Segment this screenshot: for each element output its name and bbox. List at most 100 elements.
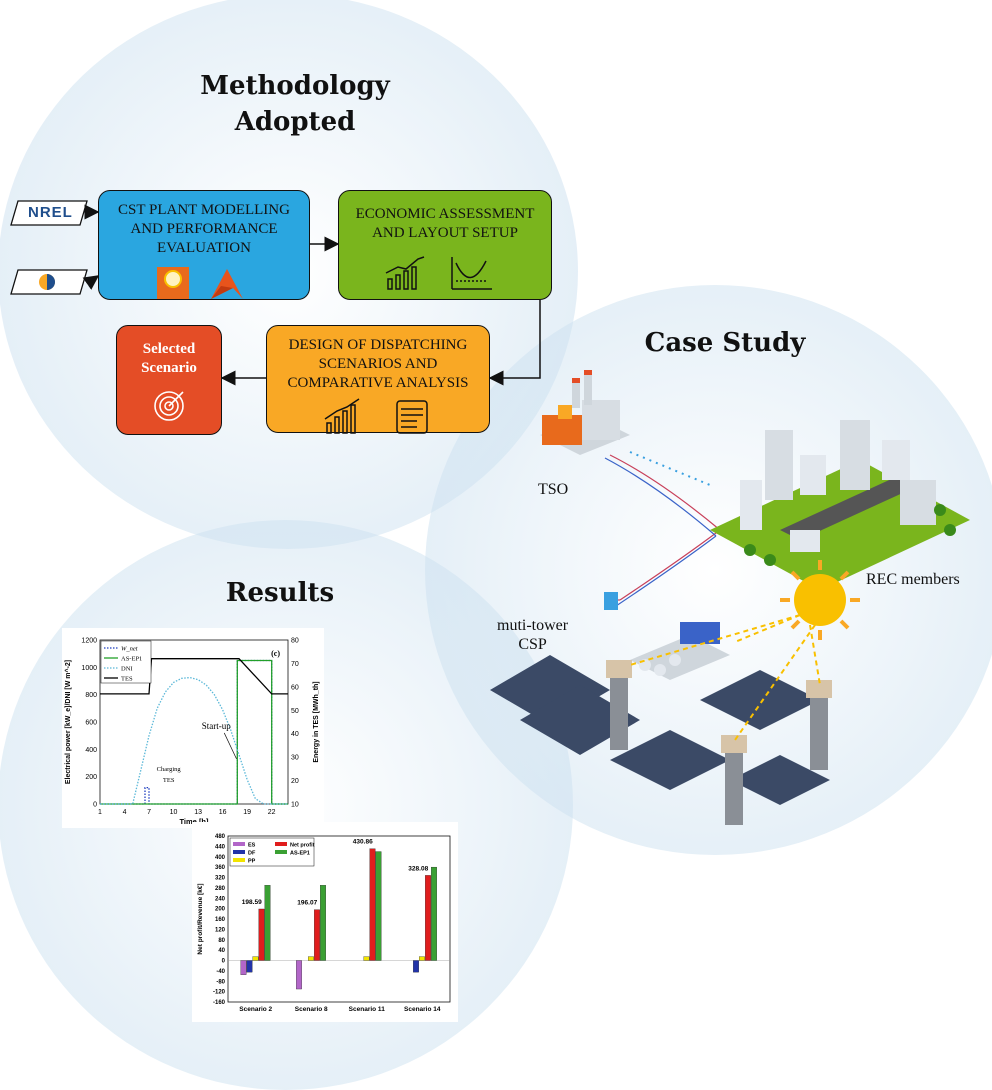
chart-bar-data-label: 196.07 bbox=[297, 900, 317, 907]
nrel-label: NREL bbox=[28, 204, 73, 221]
chart-bar-rect bbox=[419, 956, 425, 961]
chart-bar-legend-swatch bbox=[233, 842, 245, 846]
chart-bar-category-label: Scenario 2 bbox=[239, 1006, 272, 1013]
chart-bar-ytick: 320 bbox=[215, 876, 226, 882]
tso-label: TSO bbox=[538, 481, 569, 498]
chart-bar-legend-swatch bbox=[233, 858, 245, 862]
chart-c-legend-label: TES bbox=[121, 676, 133, 683]
chart-bar-ytick: 480 bbox=[215, 834, 226, 840]
chart-c-ytick-left: 800 bbox=[85, 692, 97, 699]
chart-c-legend-label: W_net bbox=[121, 646, 138, 653]
chart-c-ytick-right: 10 bbox=[291, 802, 299, 809]
chart-bar-category-label: Scenario 8 bbox=[295, 1006, 328, 1013]
chart-c-panel-label: (c) bbox=[271, 649, 280, 658]
rec-members-label: REC members bbox=[866, 571, 960, 588]
heliostat-field-right bbox=[610, 670, 830, 805]
chart-bar-rect bbox=[258, 908, 265, 961]
chart-c-ytick-right: 80 bbox=[291, 638, 299, 645]
chart-bar-ytick: 120 bbox=[215, 927, 226, 933]
chart-bar-rect bbox=[252, 956, 259, 961]
chart-bar-rect bbox=[369, 848, 376, 961]
chart-bar-svg: -160-120-80-4004080120160200240280320360… bbox=[197, 834, 451, 1013]
chart-bar-ytick: 0 bbox=[222, 959, 226, 965]
chart-bar-category-label: Scenario 14 bbox=[404, 1006, 441, 1013]
chart-c-xtick: 19 bbox=[243, 809, 251, 816]
software-icons bbox=[157, 267, 243, 299]
economic-assessment-box: ECONOMIC ASSESSMENT AND LAYOUT SETUP bbox=[338, 190, 552, 300]
chart-bar-rect bbox=[425, 875, 431, 961]
nrel-input: NREL bbox=[10, 200, 88, 226]
chart-bar-legend-swatch bbox=[233, 850, 245, 854]
chart-c-xtick: 22 bbox=[268, 809, 276, 816]
chart-c-charging-annotation: TES bbox=[163, 777, 175, 784]
chart-c-xtick: 16 bbox=[219, 809, 227, 816]
chart-c-series-line bbox=[100, 658, 288, 695]
chart-bar-ytick: 360 bbox=[215, 865, 226, 871]
sun-icon bbox=[780, 560, 860, 640]
chart-c-xtick: 7 bbox=[147, 809, 151, 816]
chart-bar-ylabel: Net profit/Revenue [k€] bbox=[197, 883, 204, 954]
chart-c-ytick-right: 70 bbox=[291, 661, 299, 668]
methodology-title-line1: Methodology bbox=[200, 71, 390, 101]
chart-bar-ytick: 440 bbox=[215, 844, 226, 850]
chart-bar-data-label: 198.59 bbox=[242, 899, 262, 906]
transmission-lines bbox=[609, 454, 721, 601]
chart-c-ytick-left: 600 bbox=[85, 720, 97, 727]
cst-modelling-box: CST PLANT MODELLING AND PERFORMANCE EVAL… bbox=[98, 190, 310, 300]
chart-bar-ytick: 200 bbox=[215, 907, 226, 913]
chart-c-ytick-right: 20 bbox=[291, 778, 299, 785]
chart-bar-data-label: 430.86 bbox=[353, 839, 373, 846]
chart-c-ytick-right: 50 bbox=[291, 708, 299, 715]
chart-bar-legend-label: PP bbox=[248, 859, 256, 865]
chart-bar-rect bbox=[308, 956, 314, 961]
csp-label-line2: CSP bbox=[518, 636, 547, 653]
chart-c-xtick: 4 bbox=[123, 809, 127, 816]
csp-label: muti-tower CSP bbox=[497, 616, 568, 654]
chart-bar-rect bbox=[314, 909, 320, 961]
chart-c-xtick: 10 bbox=[170, 809, 178, 816]
chart-bar-category-label: Scenario 11 bbox=[349, 1006, 386, 1013]
chart-c-ytick-right: 60 bbox=[291, 684, 299, 691]
chart-bar-ytick: 240 bbox=[215, 896, 226, 902]
chart-c-ytick-left: 400 bbox=[85, 747, 97, 754]
sam-logo-icon bbox=[10, 269, 88, 295]
chart-c-ylabel-left: Electrical power [kW_e]/DNI [W m^-2] bbox=[64, 660, 72, 784]
economic-assessment-label: ECONOMIC ASSESSMENT AND LAYOUT SETUP bbox=[355, 206, 535, 241]
chart-bar-rect bbox=[320, 885, 326, 961]
chart-c-ytick-left: 1000 bbox=[81, 665, 97, 672]
chart-c-startup-arrow bbox=[223, 732, 237, 760]
chart-bar-ytick: -160 bbox=[213, 1000, 226, 1006]
chart-bar-data-label: 328.08 bbox=[408, 865, 428, 872]
chart-bar-ytick: 160 bbox=[215, 917, 226, 923]
chart-c-ytick-left: 0 bbox=[93, 802, 97, 809]
chart-bar-ytick: 80 bbox=[218, 938, 225, 944]
chart-c-xlabel: Time [h] bbox=[179, 817, 209, 826]
chart-bar-rect bbox=[296, 960, 302, 990]
sam-input bbox=[10, 269, 88, 295]
rec-city-icon bbox=[710, 420, 970, 590]
chart-c-legend-label: DNI bbox=[121, 666, 133, 673]
chart-bar-frame bbox=[227, 835, 451, 1003]
chart-bar-ytick: -40 bbox=[216, 969, 225, 975]
chart-bar-rect bbox=[363, 956, 370, 961]
chart-bar-ytick: 400 bbox=[215, 855, 226, 861]
selected-scenario-label: Selected Scenario bbox=[141, 341, 197, 376]
chart-bar-rect bbox=[413, 960, 419, 973]
tso-plant-icon bbox=[540, 370, 630, 455]
cst-modelling-label: CST PLANT MODELLING AND PERFORMANCE EVAL… bbox=[118, 202, 290, 256]
power-block-icon bbox=[630, 622, 730, 680]
methodology-title-line2: Adopted bbox=[234, 107, 356, 137]
chart-bar-legend-label: ES bbox=[248, 843, 256, 849]
analysis-icon bbox=[324, 398, 428, 434]
csp-label-line1: muti-tower bbox=[497, 617, 569, 634]
chart-c-ytick-left: 200 bbox=[85, 774, 97, 781]
substation-icon bbox=[604, 592, 618, 610]
methodology-title: Methodology Adopted bbox=[170, 68, 420, 140]
chart-c-ytick-right: 40 bbox=[291, 731, 299, 738]
chart-c-xtick: 1 bbox=[98, 809, 102, 816]
chart-bar-legend-label: AS-EP1 bbox=[290, 851, 310, 857]
chart-bar-legend-label: DF bbox=[248, 851, 256, 857]
case-study-title: Case Study bbox=[644, 328, 806, 358]
